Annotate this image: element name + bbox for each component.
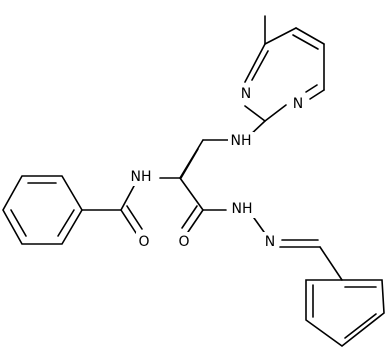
atom-n-pyrimidine-b: N <box>293 96 303 112</box>
bond-co-hydrazide-inner <box>181 205 198 229</box>
benzoyl-ring-inner-3 <box>57 209 75 237</box>
bond-pyr-6 <box>244 105 266 122</box>
benzoyl-group <box>2 175 143 245</box>
bond-co-hydrazide <box>187 209 204 233</box>
atom-nh-hydrazide: NH <box>232 201 253 217</box>
backbone <box>159 120 321 248</box>
bond-pyr-4 <box>309 89 325 100</box>
benzoyl-ring-inner-2 <box>10 209 27 237</box>
bond-co-o <box>120 209 137 234</box>
atom-nh-amine: NH <box>231 133 252 149</box>
benzylidene-ring-inner-3 <box>344 313 377 339</box>
bond-nh-co <box>120 185 135 211</box>
bond-pyr-4-inner <box>305 84 318 93</box>
bond-pyr-2-inner <box>292 34 319 50</box>
pyrimidine-ring <box>244 15 325 122</box>
bond-nh-n <box>253 217 265 233</box>
atom-n-pyrimidine-a: N <box>241 86 251 102</box>
atom-n-imine: N <box>265 234 275 250</box>
bond-c-carbonyl <box>179 177 204 211</box>
benzoyl-ring <box>2 175 83 245</box>
atom-nh-amide: NH <box>131 169 152 185</box>
bond-co-o-inner <box>126 205 143 230</box>
bond-pyr-2 <box>295 27 325 45</box>
bond-c-c-double-inner <box>180 148 199 179</box>
bond-ch-ring <box>319 246 343 281</box>
benzylidene-group <box>305 246 385 348</box>
benzylidene-ring <box>305 279 385 348</box>
atom-o-benzoyl: O <box>138 234 149 250</box>
atom-o-hydrazide: O <box>178 234 189 250</box>
bond-pyr-7-inner <box>251 50 269 81</box>
bond-pyr-5 <box>264 104 287 122</box>
bond-pyr-1 <box>264 27 297 45</box>
bond-pyr-7 <box>244 43 266 83</box>
atom-labels: N N NH NH O O NH N <box>128 84 306 250</box>
